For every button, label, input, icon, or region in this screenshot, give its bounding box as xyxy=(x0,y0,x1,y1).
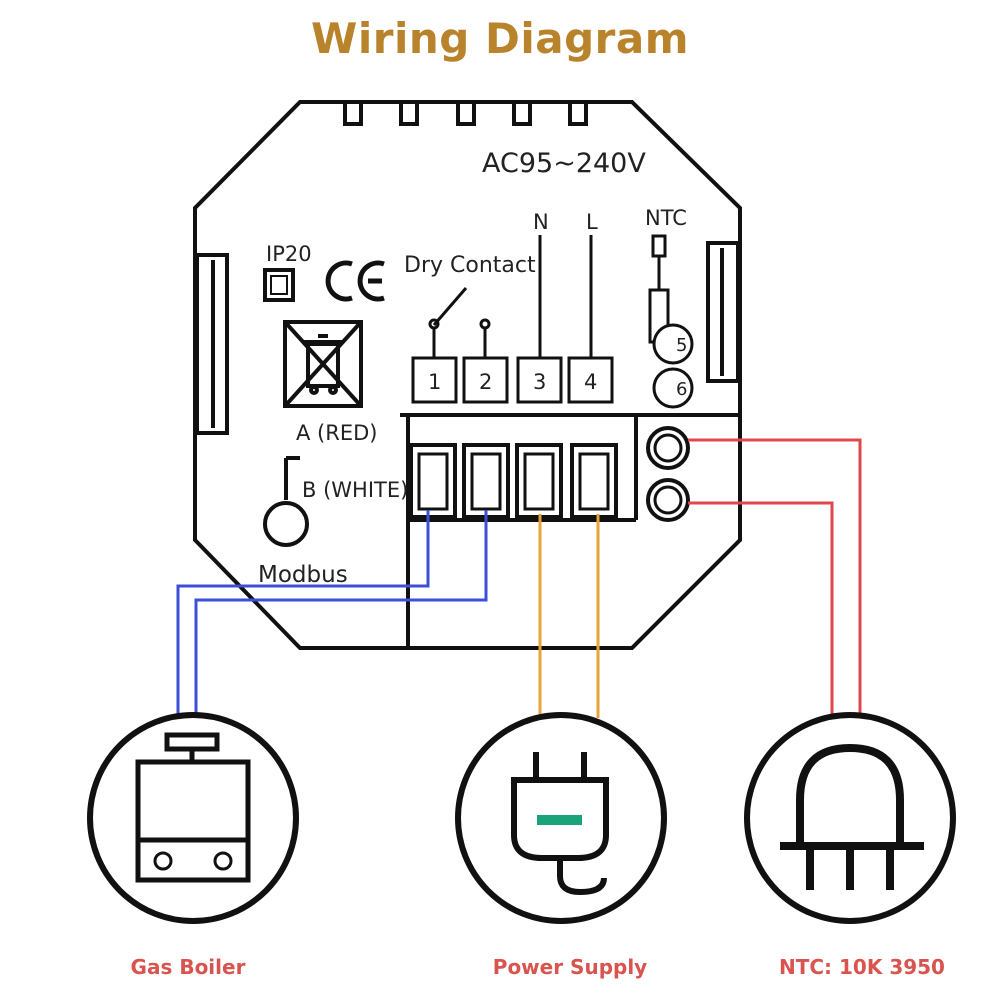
gas-boiler-caption: Gas Boiler xyxy=(130,955,246,979)
right-latch xyxy=(706,241,740,383)
modbus-label: Modbus xyxy=(258,562,348,588)
ntc-terminal-5-label: 5 xyxy=(676,335,687,356)
ntc-sensor-caption: NTC: 10K 3950 xyxy=(779,955,945,979)
left-latch xyxy=(195,253,229,435)
l-label: L xyxy=(586,210,598,234)
ntc-screw-terminals xyxy=(646,426,690,522)
plug-indicator xyxy=(537,815,582,825)
ntc-label: NTC xyxy=(645,206,687,230)
gas-boiler-circle xyxy=(87,712,299,924)
dry-contact-label: Dry Contact xyxy=(404,253,536,278)
terminal-1-label: 1 xyxy=(428,370,441,394)
top-clips xyxy=(343,100,588,126)
n-label: N xyxy=(533,210,549,234)
modbus-a-label: A (RED) xyxy=(296,421,377,445)
ip-rating: IP20 xyxy=(266,242,312,266)
ce-mark-icon xyxy=(325,260,385,302)
terminal-3-label: 3 xyxy=(533,370,546,394)
ntc-sensor-icon xyxy=(780,743,924,890)
power-supply-caption: Power Supply xyxy=(492,955,648,979)
terminal-4-label: 4 xyxy=(584,370,597,394)
ntc-terminal-6-label: 6 xyxy=(676,379,687,400)
diagram-title: Wiring Diagram xyxy=(311,14,689,63)
gas-boiler-icon xyxy=(135,732,251,883)
power-supply-wires xyxy=(538,514,600,718)
ntc-sensor-circle xyxy=(744,712,956,924)
power-plug-icon xyxy=(511,752,609,896)
ip-square-icon xyxy=(263,268,295,302)
modbus-connector xyxy=(263,456,309,547)
upper-terminals xyxy=(411,356,614,404)
ntc-wires xyxy=(688,438,862,718)
gas-boiler-wires xyxy=(176,510,488,718)
dry-contact-switch xyxy=(428,235,593,358)
weee-bin-icon xyxy=(283,320,363,408)
modbus-b-label: B (WHITE) xyxy=(302,478,408,502)
ntc-probe xyxy=(648,234,694,409)
voltage-label: AC95~240V xyxy=(482,148,646,179)
terminal-2-label: 2 xyxy=(479,370,492,394)
